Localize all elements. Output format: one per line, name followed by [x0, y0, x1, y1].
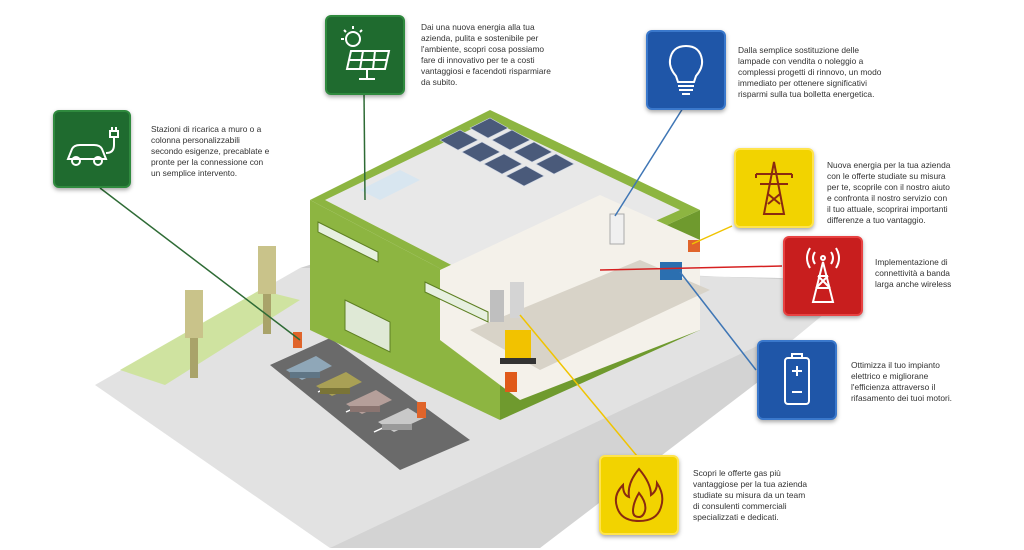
gas-tank	[490, 290, 504, 322]
battery-icon	[784, 353, 810, 405]
caption-line: e confronta il nostro servizio con	[827, 193, 948, 203]
ceiling-lamp	[609, 213, 625, 245]
gas-flame-icon	[614, 467, 664, 523]
caption-line: l'efficienza attraverso il	[851, 382, 936, 392]
caption-line: colonna personalizzabili	[151, 135, 240, 145]
battery-caption: Ottimizza il tuo impianto elettrico e mi…	[851, 360, 952, 404]
caption-line: differenze a tuo vantaggio.	[827, 215, 926, 225]
connector-line-gas	[519, 314, 638, 457]
caption-line: rifasamento dei tuoi motori.	[851, 393, 953, 403]
caption-line: con le offerte studiate su misura	[827, 171, 946, 181]
parked-car	[316, 372, 362, 396]
barrel	[505, 372, 517, 392]
entrance-door	[344, 299, 391, 353]
caption-line: un semplice intervento.	[151, 168, 238, 178]
caption-line: secondo esigenze, precablate e	[151, 146, 270, 156]
battery-callout-icon-box	[757, 340, 837, 420]
forklift	[500, 330, 536, 364]
caption-line: Implementazione di	[875, 257, 948, 267]
solar-callout-icon-box	[325, 15, 405, 95]
wall-charger	[417, 402, 426, 418]
caption-line: l'ambiente, scopri cosa possiamo	[421, 44, 545, 54]
wireless-caption: Implementazione di connettività a banda …	[875, 257, 951, 290]
caption-line: Dai una nuova energia alla tua	[421, 22, 535, 32]
power-caption: Nuova energia per la tua azienda con le …	[827, 160, 950, 226]
building-windows	[317, 221, 489, 323]
ev-caption: Stazioni di ricarica a muro o a colonna …	[151, 124, 269, 179]
gas-callout-icon-box	[599, 455, 679, 535]
power-callout-icon-box	[734, 148, 814, 228]
caption-line: Stazioni di ricarica a muro o a	[151, 124, 262, 134]
caption-line: risparmi sulla tua bolletta energetica.	[738, 89, 875, 99]
connector-line-ev	[99, 187, 301, 341]
electric-motor	[660, 262, 682, 280]
parked-car	[378, 408, 424, 432]
caption-line: lampade con vendita o noleggio a	[738, 56, 864, 66]
caption-line: vantaggiosi e facendoti risparmiare	[421, 66, 551, 76]
caption-line: complessi progetti di rinnovo, un modo	[738, 67, 882, 77]
caption-line: Nuova energia per la tua azienda	[827, 160, 951, 170]
connector-line-battery	[679, 271, 757, 371]
caption-line: per te, scoprile con il nostro aiuto	[827, 182, 950, 192]
ev-charging-car-icon	[66, 127, 119, 166]
ev-callout-icon-box	[53, 110, 131, 188]
caption-line: specializzati e dedicati.	[693, 512, 779, 522]
caption-line: Ottimizza il tuo impianto	[851, 360, 940, 370]
light-bulb-icon	[668, 44, 704, 95]
connector-line-wireless	[599, 265, 783, 271]
solar-caption: Dai una nuova energia alla tua azienda, …	[421, 22, 551, 88]
charging-column	[185, 290, 203, 378]
caption-line: da subito.	[421, 77, 458, 87]
road-edge	[330, 340, 800, 548]
connector-line-power	[691, 225, 733, 245]
caption-line: larga anche wireless	[875, 279, 952, 289]
caption-line: di consulenti commerciali	[693, 501, 787, 511]
solar-panel-icon	[341, 26, 391, 80]
power-pylon-icon	[755, 161, 793, 215]
caption-line: Scopri le offerte gas più	[693, 468, 781, 478]
parked-car	[346, 390, 392, 414]
gas-tank	[510, 282, 524, 318]
caption-line: azienda, pulita e sostenibile per	[421, 33, 539, 43]
antenna-tower-icon	[806, 247, 840, 303]
caption-line: elettrico e migliorane	[851, 371, 929, 381]
caption-line: connettività a banda	[875, 268, 950, 278]
solar-panels	[439, 117, 575, 187]
connector-line-light	[614, 107, 684, 217]
building-left-wall	[310, 200, 500, 420]
grass-strip	[120, 290, 300, 385]
parked-car	[286, 356, 332, 380]
caption-line: il tuo attuale, scoprirai importanti	[827, 204, 948, 214]
gas-caption: Scopri le offerte gas più vantaggiose pe…	[693, 468, 807, 523]
wall-charger	[293, 332, 302, 348]
skylight	[360, 170, 420, 200]
light-caption: Dalla semplice sostituzione delle lampad…	[738, 45, 881, 100]
light-callout-icon-box	[646, 30, 726, 110]
caption-line: vantaggiose per la tua azienda	[693, 479, 808, 489]
caption-line: immediato per ottenere significativi	[738, 78, 867, 88]
connector-line-solar	[363, 91, 366, 201]
electric-meter	[688, 240, 700, 252]
caption-line: studiate su misura da un team	[693, 490, 806, 500]
caption-line: Dalla semplice sostituzione delle	[738, 45, 860, 55]
caption-line: fare di innovativo per te a costi	[421, 55, 535, 65]
caption-line: pronte per la connessione con	[151, 157, 264, 167]
wireless-callout-icon-box	[783, 236, 863, 316]
